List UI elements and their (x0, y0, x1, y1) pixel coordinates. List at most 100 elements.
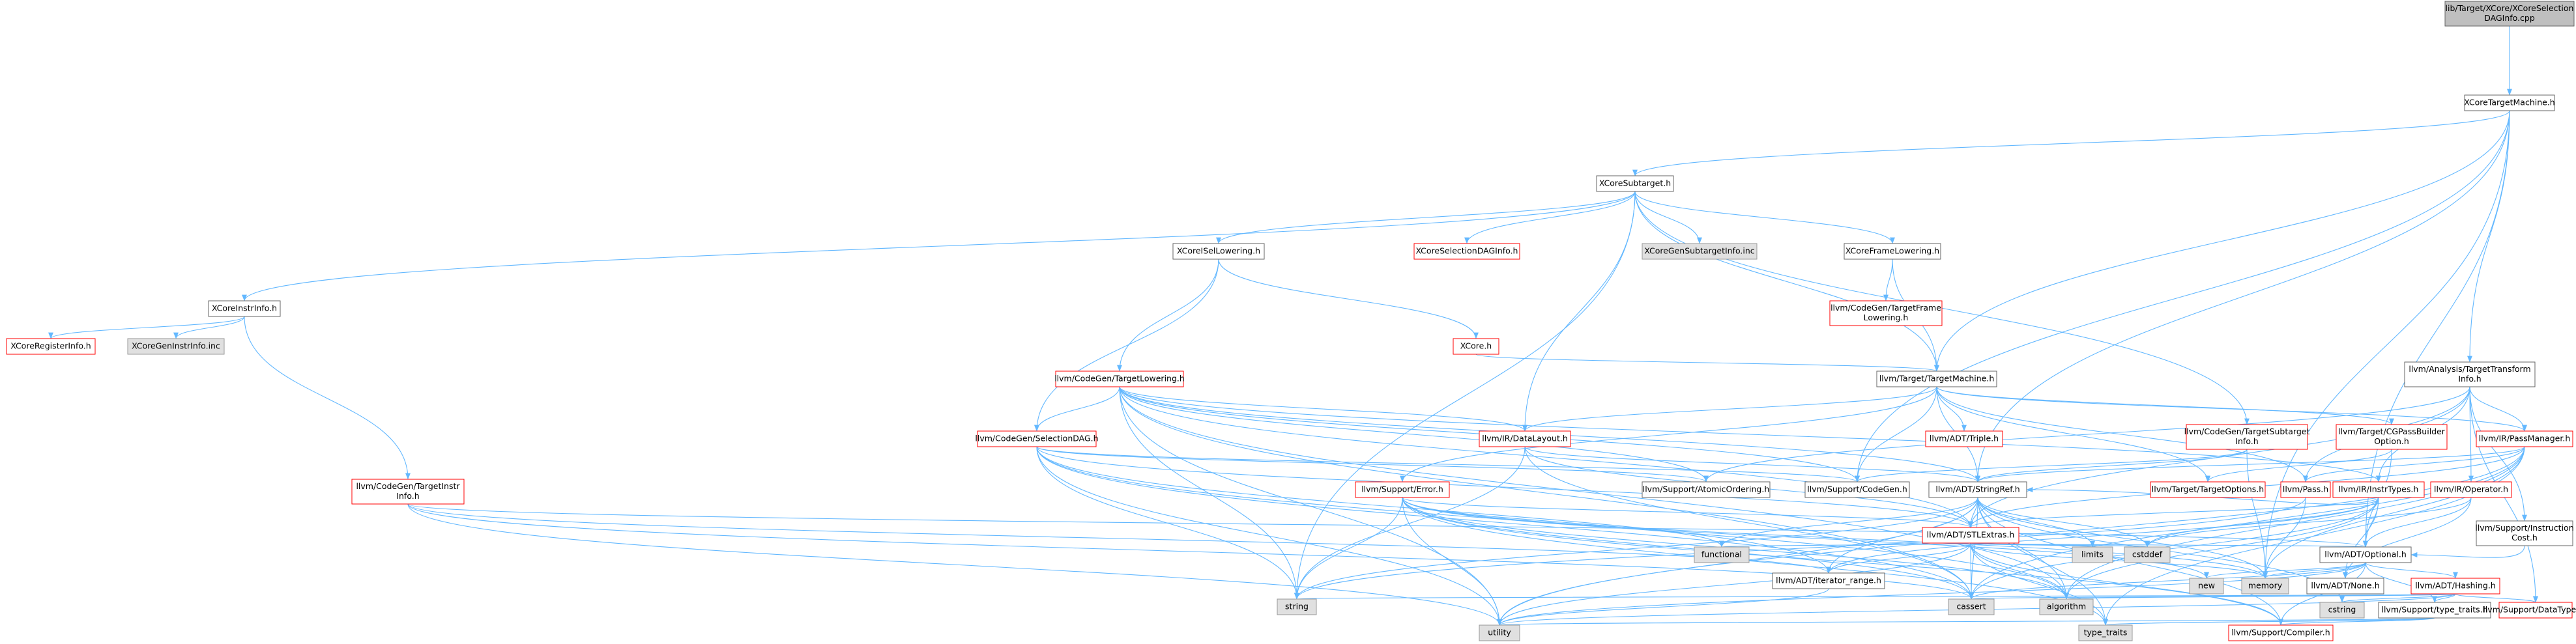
edge-hash-to-stt (2432, 593, 2456, 603)
edge-stl-to-iterr (1826, 542, 1971, 574)
node-target-target-machine-box (1876, 371, 1997, 387)
edge-serr-to-string (1294, 497, 1403, 600)
node-ir-operator[interactable]: llvm/IR/Operator.h (2430, 481, 2512, 498)
edge-stl-to-utility (1497, 542, 1971, 626)
edge-iterr-to-utility (1497, 588, 1829, 626)
node-codegen-target-subtarget-info[interactable]: llvm/CodeGen/TargetSubtarget Info.h (2184, 424, 2310, 450)
node-adt-optional-box (2319, 546, 2412, 563)
node-codegen-target-instr-info[interactable]: llvm/CodeGen/TargetInstr Info.h (351, 479, 465, 505)
edge-xst-to-irdl (1522, 191, 1636, 432)
node-type-traits-box (2078, 624, 2133, 641)
node-support-type-traits[interactable]: llvm/Support/type_traits.h (2378, 602, 2491, 619)
node-xcore-isel-lowering-box (1172, 243, 1265, 260)
node-support-error[interactable]: llvm/Support/Error.h (1355, 481, 1450, 498)
node-support-compiler[interactable]: llvm/Support/Compiler.h (2228, 624, 2334, 641)
node-support-instruction-cost-box (2476, 520, 2573, 546)
node-root-label-2: DAGInfo.cpp (2484, 13, 2535, 23)
node-xcore-register-info[interactable]: XCoreRegisterInfo.h (6, 338, 96, 355)
node-support-data-types-label: llvm/Support/DataTypes.h (2483, 605, 2576, 615)
node-support-atomic-ordering[interactable]: llvm/Support/AtomicOrdering.h (1642, 481, 1771, 498)
node-xcore-frame-lowering[interactable]: XCoreFrameLowering.h (1844, 243, 1941, 260)
edge-xisel-to-cgtl (1117, 259, 1219, 372)
node-adt-string-ref-label: llvm/ADT/StringRef.h (1935, 484, 2019, 494)
edge-xtm-to-xst (1632, 110, 2510, 176)
edge-irop-to-none (2343, 497, 2472, 579)
node-adt-hashing[interactable]: llvm/ADT/Hashing.h (2410, 578, 2500, 595)
graph-nodes: lib/Target/XCore/XCoreSelection DAGInfo.… (6, 1, 2576, 641)
edge-atti-to-irpm (2469, 386, 2527, 432)
edge-stl-to-functional (1720, 540, 1971, 548)
edge-stl-to-memory (1970, 542, 2268, 579)
node-limits[interactable]: limits (2072, 546, 2113, 563)
node-support-data-types[interactable]: llvm/Support/DataTypes.h (2483, 602, 2576, 619)
node-support-instruction-cost[interactable]: llvm/Support/Instruction Cost.h (2475, 520, 2574, 546)
node-adt-triple[interactable]: llvm/ADT/Triple.h (1925, 430, 2003, 447)
node-ir-data-layout[interactable]: llvm/IR/DataLayout.h (1479, 430, 1571, 447)
node-xcore-gen-instr-info-inc[interactable]: XCoreGenInstrInfo.inc (127, 338, 225, 355)
node-target-target-options[interactable]: llvm/Target/TargetOptions.h (2150, 481, 2266, 498)
edge-stl-to-scomp (1970, 542, 2283, 626)
node-string[interactable]: string (1277, 598, 1317, 615)
node-llvm-pass[interactable]: llvm/Pass.h (2280, 481, 2331, 498)
node-type-traits-label: type_traits (2084, 628, 2128, 637)
node-cassert[interactable]: cassert (1948, 598, 1995, 615)
node-xcore-instr-info[interactable]: XCoreInstrInfo.h (208, 300, 281, 317)
edge-xtm-to-atti (2467, 110, 2510, 363)
node-cstddef-label: cstddef (2132, 550, 2163, 559)
edge-asr-to-cassert (1969, 497, 1978, 600)
node-cassert-box (1948, 598, 1995, 615)
node-codegen-target-lowering[interactable]: llvm/CodeGen/TargetLowering.h (1054, 371, 1185, 387)
node-cstring[interactable]: cstring (2319, 602, 2365, 619)
node-xcore-isel-lowering[interactable]: XCoreISelLowering.h (1172, 243, 1265, 260)
node-target-target-machine-label: llvm/Target/TargetMachine.h (1879, 374, 1995, 384)
node-adt-stl-extras[interactable]: llvm/ADT/STLExtras.h (1922, 527, 2019, 544)
edge-stl-to-opt (1970, 540, 2367, 548)
node-support-instruction-cost-label-2: Cost.h (2511, 533, 2538, 542)
edge-xst-to-xisel (1216, 191, 1636, 244)
node-adt-string-ref[interactable]: llvm/ADT/StringRef.h (1928, 481, 2027, 498)
node-xcore-h[interactable]: XCore.h (1453, 338, 1499, 355)
node-support-codegen[interactable]: llvm/Support/CodeGen.h (1804, 481, 1910, 498)
edge-hash-to-cstring (2339, 593, 2456, 603)
node-memory[interactable]: memory (2241, 578, 2289, 595)
edge-hash-to-sdt (2455, 593, 2538, 603)
node-codegen-selection-dag[interactable]: llvm/CodeGen/SelectionDAG.h (975, 430, 1099, 447)
node-ir-instr-types[interactable]: llvm/IR/InstrTypes.h (2332, 481, 2425, 498)
node-support-instruction-cost-label-1: llvm/Support/Instruction (2475, 523, 2573, 533)
edge-xst-to-xgsi (1634, 191, 1702, 244)
node-ir-pass-manager[interactable]: llvm/IR/PassManager.h (2476, 430, 2573, 447)
node-new[interactable]: new (2189, 578, 2224, 595)
node-cassert-label: cassert (1956, 602, 1986, 611)
node-type-traits[interactable]: type_traits (2078, 624, 2133, 641)
node-xcore-target-machine[interactable]: XCoreTargetMachine.h (2464, 94, 2555, 111)
node-functional[interactable]: functional (1694, 546, 1750, 563)
node-codegen-target-frame-lowering-label-1: llvm/CodeGen/TargetFrame (1831, 303, 1941, 313)
node-target-cg-pass-builder-option[interactable]: llvm/Target/CGPassBuilder Option.h (2336, 424, 2448, 450)
node-adt-iterator-range[interactable]: llvm/ADT/iterator_range.h (1772, 572, 1885, 589)
node-utility[interactable]: utility (1479, 624, 1520, 641)
edge-xst-to-xii (242, 191, 1636, 301)
node-codegen-target-subtarget-info-label-2: Info.h (2235, 436, 2258, 446)
node-analysis-target-transform-info[interactable]: llvm/Analysis/TargetTransform Info.h (2404, 361, 2536, 387)
node-adt-optional[interactable]: llvm/ADT/Optional.h (2319, 546, 2412, 563)
edge-cgtl-to-cgsd (1034, 386, 1120, 432)
node-adt-none[interactable]: llvm/ADT/None.h (2306, 578, 2384, 595)
node-codegen-target-frame-lowering[interactable]: llvm/CodeGen/TargetFrame Lowering.h (1829, 300, 1943, 326)
edge-irpm-to-cassert (1969, 446, 2525, 600)
node-xcore-gen-instr-info-inc-box (127, 338, 225, 355)
edge-stt-to-typetraits (2103, 617, 2435, 626)
node-target-target-machine[interactable]: llvm/Target/TargetMachine.h (1876, 371, 1997, 387)
node-cstddef[interactable]: cstddef (2124, 546, 2171, 563)
node-xcore-selection-dag-info[interactable]: XCoreSelectionDAGInfo.h (1413, 243, 1520, 260)
node-xcore-gen-subtarget-info-inc[interactable]: XCoreGenSubtargetInfo.inc (1642, 243, 1758, 260)
edge-stt-to-utility (1498, 617, 2435, 626)
node-algorithm[interactable]: algorithm (2039, 598, 2094, 615)
edge-cgsd-to-sao (1036, 446, 1709, 483)
edge-tgtm-to-tto (1936, 386, 2210, 483)
node-root[interactable]: lib/Target/XCore/XCoreSelection DAGInfo.… (2444, 1, 2575, 27)
edge-hash-to-string (1296, 592, 2456, 600)
edge-asr-to-cstddef (1977, 497, 2150, 548)
edge-cgpbo-to-tto (2205, 449, 2392, 483)
node-new-label: new (2198, 581, 2215, 591)
node-xcore-subtarget[interactable]: XCoreSubtarget.h (1596, 175, 1674, 192)
